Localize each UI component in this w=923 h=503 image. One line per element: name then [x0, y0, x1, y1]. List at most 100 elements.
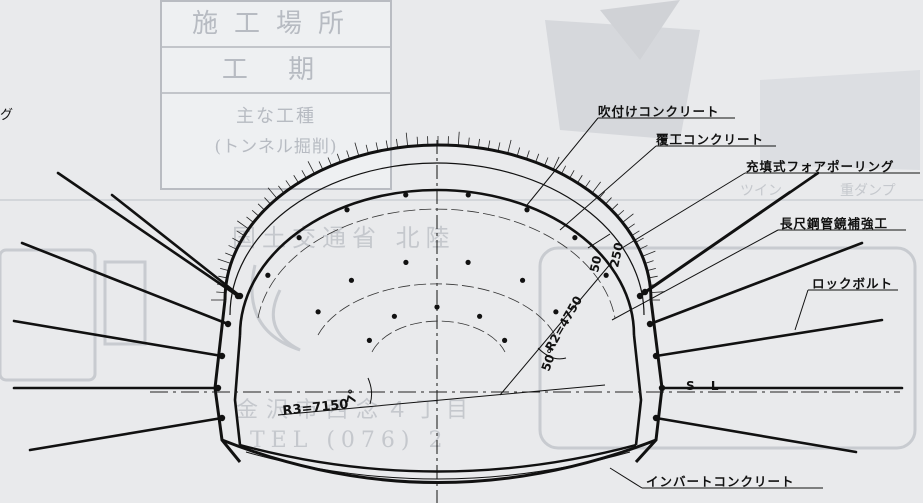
sign-ministry-text: 国土交通省 北陸 — [232, 224, 456, 252]
table-row-work: 主な工種 — [236, 106, 316, 127]
rock-bolt-head-right — [636, 292, 644, 300]
sign-dump-text: 重ダンプ — [840, 183, 896, 199]
fore-poling-dot — [296, 235, 302, 241]
fore-poling-dot — [572, 235, 578, 241]
table-row-work-sub: (トンネル掘削) — [214, 137, 338, 157]
rock-bolt-head-left — [224, 320, 232, 328]
fore-poling-dot — [348, 277, 355, 283]
thickness-ext-line — [587, 233, 611, 249]
excavation-tick — [307, 161, 315, 174]
sign-twin-text: ツイン — [740, 183, 782, 199]
leader-shotcrete — [526, 117, 599, 206]
label-fore-poling: 充填式フォアポーリング — [746, 159, 895, 174]
background-table: 施工場所 工 期 主な工種 (トンネル掘削) — [160, 0, 392, 190]
sign-logo-block — [103, 260, 147, 346]
fore-poling-dot — [265, 272, 271, 278]
sign-excavator-shape — [545, 20, 700, 140]
excavation-tick — [267, 187, 278, 199]
fore-poling-dot — [465, 192, 471, 198]
leader-bolt — [794, 289, 809, 331]
thickness-label-250: 250 — [607, 241, 626, 268]
fore-poling-dot — [553, 309, 559, 315]
rock-bolt-right — [654, 318, 884, 358]
fore-poling-dot — [403, 192, 409, 198]
rock-bolt-left — [110, 193, 242, 298]
angle-7-arc — [367, 377, 373, 405]
rock-bolt-left — [28, 416, 224, 452]
left-inner-wall — [233, 334, 242, 446]
rock-bolt-left — [20, 241, 230, 326]
r2-dimension-line — [499, 261, 613, 396]
springline-label: S L — [686, 379, 724, 393]
excavation-tick — [622, 213, 634, 223]
left-edge-fragment: グ — [0, 108, 15, 123]
rock-bolt-head-left — [236, 292, 244, 300]
excavation-tick — [405, 132, 409, 147]
excavation-tick — [642, 250, 656, 257]
fore-poling-dot — [519, 277, 526, 283]
rock-bolt-head-right — [646, 320, 654, 328]
rock-bolt-head-right — [652, 414, 660, 422]
angle-7-label: 7° — [344, 388, 360, 405]
rock-bolt-head-right — [652, 352, 660, 360]
fore-poling-dot — [403, 259, 409, 265]
poling-reference-arcs — [257, 208, 616, 353]
leader-face — [611, 229, 779, 321]
sign-excavator-arm — [600, 0, 680, 60]
sign-panel-left — [0, 248, 97, 382]
leader-invert — [609, 467, 643, 489]
fore-poling-dot — [344, 207, 350, 213]
excavation-tick — [650, 291, 665, 294]
r3-label: R3=7150 — [282, 397, 349, 419]
label-invert: インバートコンクリート — [646, 474, 795, 489]
fore-poling-dot — [366, 337, 372, 343]
table-row-location: 施工場所 — [162, 2, 390, 48]
label-rock-bolt: ロックボルト — [812, 276, 894, 291]
outer-arch-line — [223, 143, 653, 301]
sign-tel-text: TEL (076) 2 — [250, 428, 449, 453]
excavation-tick — [591, 181, 601, 194]
lining-inner-line — [238, 188, 636, 336]
excavation-tick — [237, 220, 249, 230]
rock-bolt-head-right — [658, 384, 666, 392]
leader-lines — [526, 117, 920, 489]
rock-bolt-heads — [214, 288, 666, 422]
excavation-tick — [552, 156, 560, 170]
right-outer-wall — [634, 299, 664, 464]
leader-lining — [559, 145, 657, 231]
invert-inner-line — [239, 443, 637, 473]
fore-poling-dot — [524, 207, 530, 213]
sign-logo-swoosh — [250, 264, 301, 352]
fore-poling-dot — [603, 272, 609, 278]
thickness-label-50: 50 — [587, 254, 604, 273]
rock-bolt-right — [654, 416, 858, 454]
rock-bolts — [12, 171, 904, 454]
label-face-reinforcement: 長尺鋼管鏡補強工 — [780, 216, 889, 231]
background-graphics — [0, 0, 923, 450]
table-row-period: 工 期 — [162, 48, 390, 94]
fore-poling-dot — [434, 304, 440, 310]
fore-poling-dots — [265, 192, 609, 343]
rock-bolt-right — [648, 241, 864, 326]
r3-dimension-line — [277, 384, 606, 416]
sign-truck-shape — [760, 70, 920, 170]
left-outer-wall — [213, 299, 242, 463]
fore-poling-dot — [465, 259, 471, 265]
rock-bolt-head-left — [218, 414, 226, 422]
angle-50-arc — [537, 347, 567, 360]
excavation-tick — [217, 258, 232, 264]
r2-label: R2=4750 — [542, 294, 585, 354]
fore-poling-dot — [391, 313, 397, 319]
rock-bolt-right — [643, 190, 792, 294]
excavation-ticks — [211, 131, 665, 301]
rock-bolt-left — [12, 319, 224, 358]
rock-bolt-left — [56, 171, 240, 298]
label-lining: 覆工コンクリート — [656, 132, 765, 147]
right-inner-wall — [632, 334, 643, 446]
rock-bolt-head-left — [214, 384, 222, 392]
leader-poling — [621, 172, 746, 249]
fore-poling-dot — [502, 337, 508, 343]
invert-outer-line — [221, 438, 657, 484]
